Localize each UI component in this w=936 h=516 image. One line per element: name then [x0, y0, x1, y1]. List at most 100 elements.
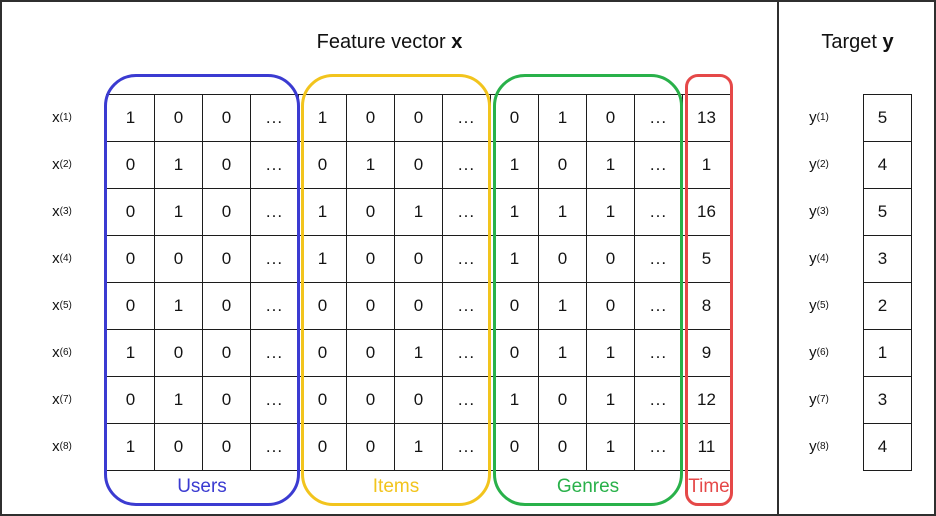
target-row-label: y(3)	[809, 203, 829, 220]
matrix-cell-ellipsis: ...	[443, 236, 491, 283]
matrix-row-label-base: x	[52, 344, 60, 361]
matrix-row-label: x(2)	[52, 156, 72, 173]
matrix-row-label: x(7)	[52, 391, 72, 408]
matrix-cell: 0	[587, 236, 635, 283]
matrix-cell-ellipsis: ...	[443, 377, 491, 424]
matrix-cell: 1	[539, 283, 587, 330]
matrix-cell: 0	[203, 283, 251, 330]
matrix-cell: 0	[155, 236, 203, 283]
matrix-cell-ellipsis: ...	[251, 424, 299, 471]
target-row-labels: y(1)y(2)y(3)y(4)y(5)y(6)y(7)y(8)	[784, 94, 854, 470]
target-row-label-base: y	[809, 203, 817, 220]
matrix-cell: 0	[155, 95, 203, 142]
matrix-cell: 1	[539, 95, 587, 142]
matrix-cell: 1	[587, 377, 635, 424]
matrix-cell: 0	[539, 142, 587, 189]
matrix-row-label-base: x	[52, 109, 60, 126]
matrix-cell: 0	[347, 424, 395, 471]
matrix-cell: 16	[683, 189, 731, 236]
matrix-cell-ellipsis: ...	[251, 189, 299, 236]
target-row-label-base: y	[809, 156, 817, 173]
matrix-row-label: x(5)	[52, 297, 72, 314]
matrix-cell-ellipsis: ...	[443, 189, 491, 236]
matrix-cell: 1	[395, 189, 443, 236]
matrix-row-label: x(6)	[52, 344, 72, 361]
target-cell: 3	[864, 236, 912, 283]
target-row-label: y(7)	[809, 391, 829, 408]
matrix-cell: 0	[203, 142, 251, 189]
matrix-row-label: x(3)	[52, 203, 72, 220]
matrix-cell: 1	[491, 377, 539, 424]
matrix-cell: 11	[683, 424, 731, 471]
matrix-cell-ellipsis: ...	[635, 377, 683, 424]
group-label-time: Time	[688, 476, 730, 497]
matrix-cell-ellipsis: ...	[635, 142, 683, 189]
matrix-cell: 13	[683, 95, 731, 142]
matrix-cell: 1	[539, 189, 587, 236]
matrix-cell: 0	[491, 330, 539, 377]
matrix-row-label-base: x	[52, 297, 60, 314]
panel-divider	[777, 2, 779, 514]
target-row-label-base: y	[809, 109, 817, 126]
matrix-cell-ellipsis: ...	[635, 330, 683, 377]
matrix-cell: 0	[107, 283, 155, 330]
target-cell: 4	[864, 424, 912, 471]
matrix-cell: 1	[587, 330, 635, 377]
matrix-cell: 0	[539, 236, 587, 283]
matrix-row-labels: x(1)x(2)x(3)x(4)x(5)x(6)x(7)x(8)	[26, 94, 98, 470]
matrix-cell-ellipsis: ...	[251, 236, 299, 283]
matrix-cell: 0	[203, 330, 251, 377]
matrix-cell: 0	[491, 95, 539, 142]
matrix-cell: 0	[539, 377, 587, 424]
matrix-cell: 0	[299, 424, 347, 471]
matrix-cell: 0	[491, 424, 539, 471]
matrix-cell: 1	[155, 283, 203, 330]
matrix-cell: 0	[299, 142, 347, 189]
matrix-cell: 0	[299, 377, 347, 424]
matrix-cell-ellipsis: ...	[251, 95, 299, 142]
matrix-cell-ellipsis: ...	[251, 142, 299, 189]
matrix-row-label: x(4)	[52, 250, 72, 267]
matrix-cell: 1	[155, 377, 203, 424]
matrix-cell: 0	[203, 95, 251, 142]
matrix-cell-ellipsis: ...	[251, 330, 299, 377]
matrix-cell: 0	[203, 189, 251, 236]
matrix-cell: 1	[107, 95, 155, 142]
target-cell: 4	[864, 142, 912, 189]
target-cell: 2	[864, 283, 912, 330]
matrix-cell: 1	[491, 236, 539, 283]
matrix-cell: 0	[395, 95, 443, 142]
matrix-row-label-base: x	[52, 156, 60, 173]
matrix-cell-ellipsis: ...	[635, 236, 683, 283]
target-cell: 5	[864, 189, 912, 236]
matrix-cell: 0	[395, 236, 443, 283]
target-title-bold-y: y	[882, 31, 894, 53]
matrix-cell: 1	[347, 142, 395, 189]
matrix-cell: 1	[155, 142, 203, 189]
target-row-label-base: y	[809, 250, 817, 267]
matrix-row-label-base: x	[52, 203, 60, 220]
matrix-cell-ellipsis: ...	[443, 330, 491, 377]
matrix-cell: 0	[347, 330, 395, 377]
matrix-cell: 1	[299, 236, 347, 283]
matrix-row-label-base: x	[52, 250, 60, 267]
matrix-cell: 0	[203, 424, 251, 471]
target-row-label: y(4)	[809, 250, 829, 267]
matrix-row-label-base: x	[52, 438, 60, 455]
group-label-items: Items	[372, 476, 420, 497]
matrix-cell: 1	[491, 142, 539, 189]
matrix-cell-ellipsis: ...	[443, 142, 491, 189]
target-row-label: y(8)	[809, 438, 829, 455]
matrix-cell-ellipsis: ...	[443, 283, 491, 330]
matrix-cell: 0	[155, 330, 203, 377]
feature-title-text: Feature vector	[316, 31, 452, 53]
target-row-label: y(6)	[809, 344, 829, 361]
target-title-text: Target	[821, 31, 883, 53]
feature-panel-title: Feature vector x	[2, 31, 777, 54]
matrix-cell: 1	[395, 424, 443, 471]
target-row-label: y(1)	[809, 109, 829, 126]
matrix-row-label-base: x	[52, 391, 60, 408]
matrix-cell: 0	[395, 283, 443, 330]
matrix-cell: 1	[587, 424, 635, 471]
